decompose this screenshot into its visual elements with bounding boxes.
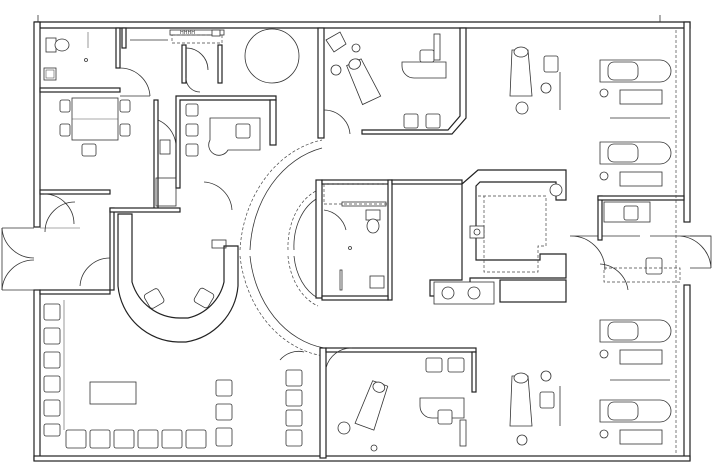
corridor-curved bbox=[239, 139, 325, 357]
storage-nw: HHHH bbox=[121, 27, 225, 93]
svg-text:HHHH: HHHH bbox=[180, 30, 195, 36]
office-conference bbox=[39, 97, 131, 225]
restroom-center bbox=[321, 201, 389, 301]
reception-curved-desk bbox=[109, 181, 239, 343]
exterior-walls bbox=[33, 15, 691, 462]
sterilization-u bbox=[429, 169, 567, 305]
operatory-south bbox=[319, 347, 477, 459]
staff-area bbox=[153, 95, 277, 211]
lab-center bbox=[315, 179, 463, 301]
operatory-north bbox=[317, 27, 467, 139]
restroom-nw bbox=[39, 27, 151, 97]
round-table-area bbox=[244, 28, 300, 84]
doctor-office-east bbox=[597, 195, 685, 291]
open-bay-south bbox=[509, 319, 672, 446]
open-bay-east bbox=[509, 46, 672, 187]
entrance-east bbox=[569, 235, 712, 271]
corridor-chairs-south bbox=[279, 351, 305, 447]
waiting-room bbox=[39, 289, 233, 449]
entrance-west bbox=[1, 201, 111, 291]
